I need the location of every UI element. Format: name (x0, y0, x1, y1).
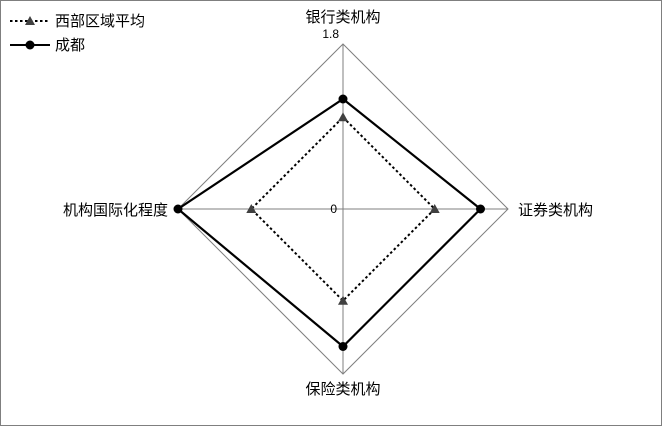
series-1-point-3 (173, 204, 183, 214)
series-0-point-1 (429, 204, 440, 213)
tick-label-max: 1.8 (322, 27, 339, 41)
series-0-point-0 (338, 112, 348, 122)
category-label-bank: 银行类机构 (305, 8, 380, 26)
category-label-securities: 证券类机构 (518, 201, 593, 219)
category-label-internationalization: 机构国际化程度 (63, 201, 168, 219)
category-label-insurance: 保险类机构 (305, 380, 380, 398)
radar-series (173, 94, 485, 351)
series-1-point-1 (476, 204, 485, 214)
legend-marker-1 (25, 40, 35, 50)
legend: 西部区域平均 成都 (10, 12, 145, 54)
legend-item-chengdu: 成都 (10, 36, 85, 54)
radar-grid (177, 43, 509, 375)
series-0-point-2 (338, 295, 348, 305)
radar-labels: 银行类机构 证券类机构 保险类机构 机构国际化程度 1.8 0 (63, 8, 593, 398)
series-1-point-2 (338, 342, 348, 351)
series-line-0 (249, 115, 437, 303)
legend-label-chengdu: 成都 (55, 36, 85, 54)
series-0-point-3 (246, 204, 257, 213)
legend-marker-0 (25, 16, 35, 25)
legend-item-western-average: 西部区域平均 (10, 12, 145, 30)
tick-label-min: 0 (330, 202, 337, 216)
legend-label-western-average: 西部区域平均 (55, 12, 145, 30)
series-1-point-0 (338, 94, 348, 104)
